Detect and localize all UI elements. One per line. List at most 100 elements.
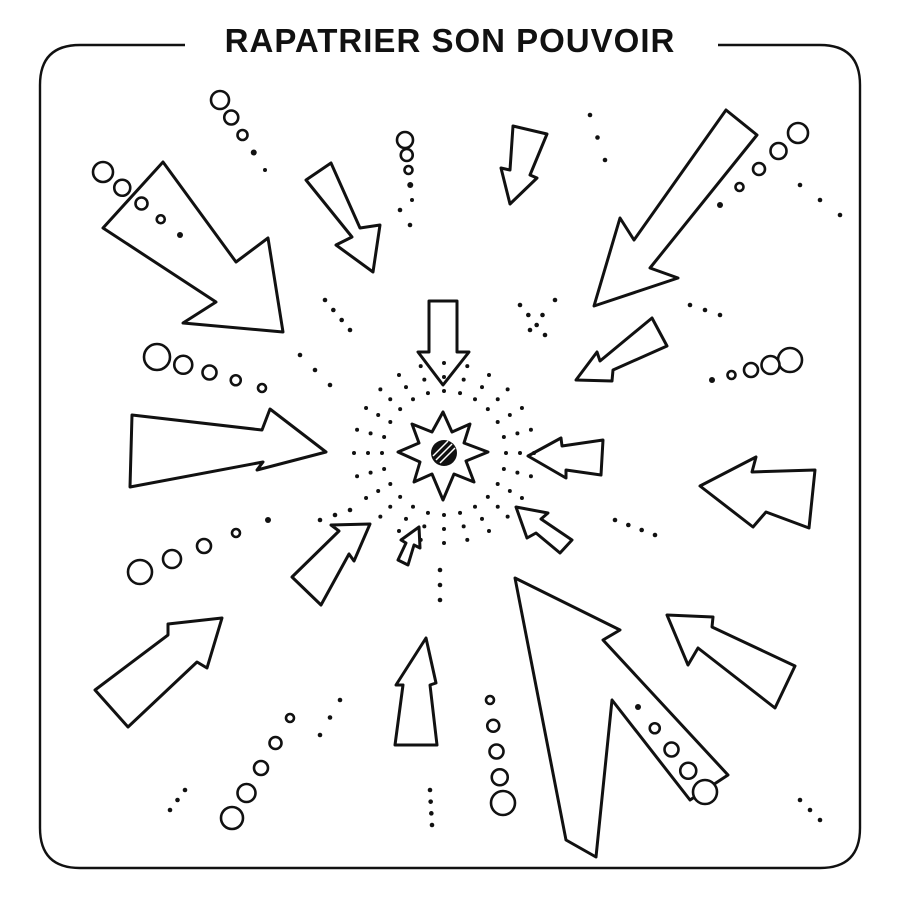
star-burst-icon xyxy=(396,410,490,502)
burst-dot-116 xyxy=(519,406,524,410)
burst-dot-67 xyxy=(442,527,446,531)
burst-dot-58 xyxy=(495,504,500,509)
bubble-43 xyxy=(678,761,698,781)
burst-dot-111 xyxy=(485,407,490,412)
bubble-16 xyxy=(769,141,788,161)
burst-dot-100 xyxy=(422,377,427,382)
bubble-34 xyxy=(265,517,271,523)
trail-dot-13 xyxy=(297,352,303,358)
burst-dot-82 xyxy=(368,470,373,475)
burst-dot-59 xyxy=(505,514,510,519)
burst-dot-91 xyxy=(376,413,381,417)
burst-dot-115 xyxy=(507,413,512,417)
bubble-42 xyxy=(663,741,680,758)
burst-dot-108 xyxy=(473,397,477,402)
burst-dot-103 xyxy=(442,375,446,379)
bubble-5 xyxy=(91,160,115,184)
bubble-8 xyxy=(155,213,167,225)
trail-dot-47 xyxy=(407,222,413,228)
burst-dot-53 xyxy=(528,474,533,479)
bubble-47 xyxy=(252,759,270,777)
arrow-bottom-right-large xyxy=(513,576,730,859)
trail-dot-21 xyxy=(702,307,708,313)
burst-dot-118 xyxy=(515,431,520,436)
bubble-20 xyxy=(142,342,172,372)
bubble-21 xyxy=(172,354,194,376)
bubble-4 xyxy=(263,168,267,172)
burst-dot-119 xyxy=(528,427,533,432)
trail-dot-11 xyxy=(327,382,333,388)
bubble-27 xyxy=(742,361,760,379)
burst-dot-96 xyxy=(411,397,415,402)
trail-dot-29 xyxy=(347,507,353,513)
burst-dot-48 xyxy=(504,451,508,455)
trail-dot-42 xyxy=(429,822,435,828)
burst-dot-70 xyxy=(422,524,427,529)
trail-dot-35 xyxy=(167,807,173,813)
trail-dot-24 xyxy=(626,522,631,528)
bubble-22 xyxy=(201,364,218,381)
bubble-23 xyxy=(229,373,243,387)
trail-dot-1 xyxy=(331,307,336,313)
arrow-top-right-large xyxy=(592,108,759,308)
trail-dot-34 xyxy=(175,797,180,803)
burst-dot-68 xyxy=(442,541,446,545)
arrow-left-lower xyxy=(290,522,372,607)
trail-dot-36 xyxy=(437,567,443,573)
trail-dot-26 xyxy=(652,532,658,538)
bubble-10 xyxy=(395,130,415,150)
trail-dot-12 xyxy=(312,367,318,373)
trail-dot-39 xyxy=(427,787,433,793)
trail-dot-14 xyxy=(587,112,593,118)
burst-dot-85 xyxy=(366,451,370,455)
trail-dot-9 xyxy=(540,312,545,318)
bubble-36 xyxy=(485,718,501,734)
burst-dot-80 xyxy=(364,496,369,500)
burst-dot-102 xyxy=(442,389,446,393)
bubble-45 xyxy=(284,712,296,724)
burst-dot-55 xyxy=(507,489,512,493)
trail-dot-40 xyxy=(428,799,433,804)
burst-dot-95 xyxy=(378,387,383,392)
bubble-31 xyxy=(161,548,183,570)
trail-dot-7 xyxy=(542,332,548,338)
bubble-2 xyxy=(236,128,249,142)
burst-dot-72 xyxy=(411,504,415,509)
burst-dot-73 xyxy=(404,516,408,521)
arrow-right-lower xyxy=(665,613,797,710)
arrow-top-small xyxy=(499,124,549,206)
trail-dot-37 xyxy=(437,582,443,588)
trail-dot-20 xyxy=(687,302,693,308)
burst-dot-74 xyxy=(397,528,401,533)
trail-dot-46 xyxy=(397,207,403,213)
trail-dot-4 xyxy=(517,302,523,308)
burst-dot-69 xyxy=(425,510,430,515)
trail-dot-22 xyxy=(717,312,723,318)
burst-dot-50 xyxy=(532,451,536,455)
trail-dot-2 xyxy=(339,317,344,323)
bubble-30 xyxy=(126,558,154,586)
bubble-37 xyxy=(488,743,505,760)
bubble-12 xyxy=(403,164,414,176)
arrow-top-upper-left xyxy=(304,161,382,274)
trail-dot-5 xyxy=(526,312,531,318)
burst-dot-57 xyxy=(485,494,490,499)
trail-dot-18 xyxy=(817,197,823,203)
arrow-bottom-left xyxy=(93,616,224,729)
bubble-32 xyxy=(195,537,213,555)
burst-dot-89 xyxy=(355,427,360,432)
burst-dot-93 xyxy=(398,407,403,412)
burst-dot-107 xyxy=(465,364,470,369)
bubble-44 xyxy=(691,778,719,806)
trail-dot-31 xyxy=(327,715,333,720)
arrow-top-center xyxy=(416,299,471,387)
bubble-26 xyxy=(760,354,781,376)
burst-dot-76 xyxy=(388,504,393,509)
burst-dot-87 xyxy=(382,434,387,439)
bubble-48 xyxy=(236,782,257,804)
burst-dot-63 xyxy=(458,510,463,515)
bubble-17 xyxy=(751,161,767,177)
arrow-center-tiny xyxy=(396,525,422,567)
burst-dot-52 xyxy=(515,470,520,475)
trail-dot-43 xyxy=(797,797,803,803)
